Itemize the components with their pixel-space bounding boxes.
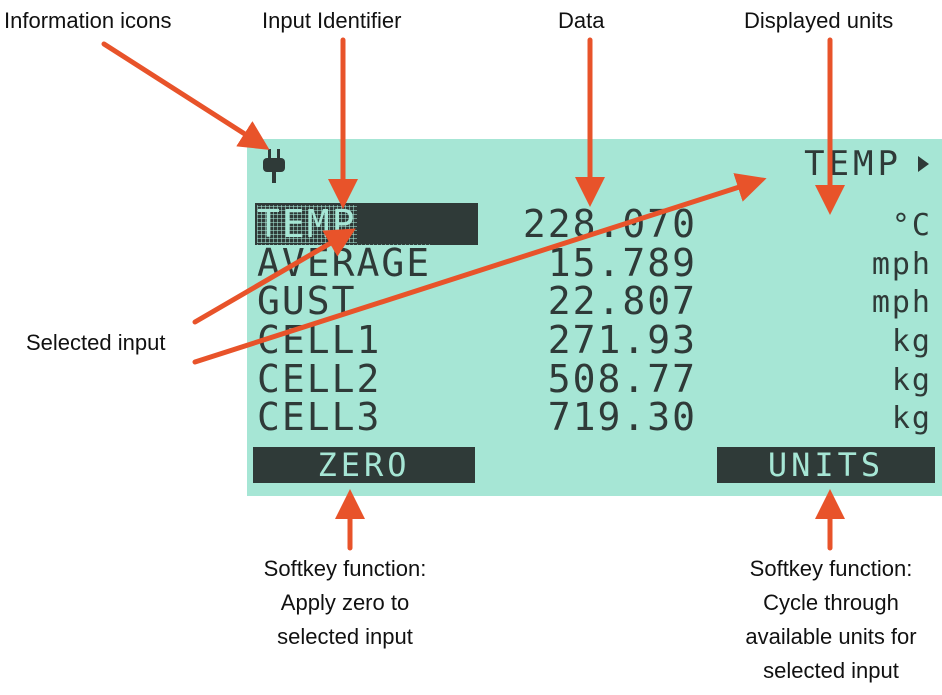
row-label[interactable]: CELL1 [257, 318, 382, 362]
row-unit: kg [891, 400, 932, 438]
row-value: 271.93 [547, 318, 697, 362]
lcd-display: TEMP TEMP 228.070 °C AVERAGE 15.789 mph … [247, 139, 942, 496]
row-label[interactable]: GUST [257, 279, 357, 323]
row-label[interactable]: AVERAGE [257, 241, 432, 285]
row-value: 508.77 [547, 357, 697, 401]
callout-softkey-units-line: Cycle through [763, 590, 899, 616]
row-unit: mph [871, 246, 932, 284]
callout-softkey-units-line: selected input [763, 658, 899, 684]
row-value: 228.070 [522, 202, 697, 246]
softkey-units-button[interactable]: UNITS [717, 447, 935, 483]
row-value: 719.30 [547, 395, 697, 439]
callout-data: Data [558, 8, 605, 33]
callout-softkey-zero-line: Apply zero to [280, 590, 410, 616]
row-unit: mph [871, 284, 932, 322]
arrow-information-icons [101, 41, 270, 150]
row-label[interactable]: CELL3 [257, 395, 382, 439]
callout-information-icons: Information icons [4, 8, 172, 33]
row-label[interactable]: CELL2 [257, 357, 382, 401]
callout-softkey-zero: Softkey function: Apply zero to selected… [240, 552, 450, 654]
plug-icon [263, 149, 285, 183]
callout-softkey-units: Softkey function: Cycle through availabl… [724, 552, 938, 688]
row-unit: kg [891, 362, 932, 400]
row-value: 15.789 [547, 241, 697, 285]
row-value: 22.807 [547, 279, 697, 323]
header-title: TEMP [804, 144, 902, 184]
callout-softkey-zero-line: selected input [277, 624, 413, 650]
callout-selected-input: Selected input [26, 330, 166, 355]
callout-softkey-units-line: available units for [745, 624, 917, 650]
row-unit: kg [891, 323, 932, 361]
row-label-selected[interactable]: TEMP [257, 202, 357, 246]
callout-input-identifier: Input Identifier [262, 8, 402, 33]
right-triangle-icon [918, 156, 929, 172]
callout-softkey-zero-line: Softkey function: [263, 556, 427, 581]
callout-displayed-units: Displayed units [744, 8, 894, 33]
callout-softkey-units-line: Softkey function: [749, 556, 913, 581]
softkey-zero-button[interactable]: ZERO [253, 447, 475, 483]
row-unit: °C [891, 207, 932, 245]
